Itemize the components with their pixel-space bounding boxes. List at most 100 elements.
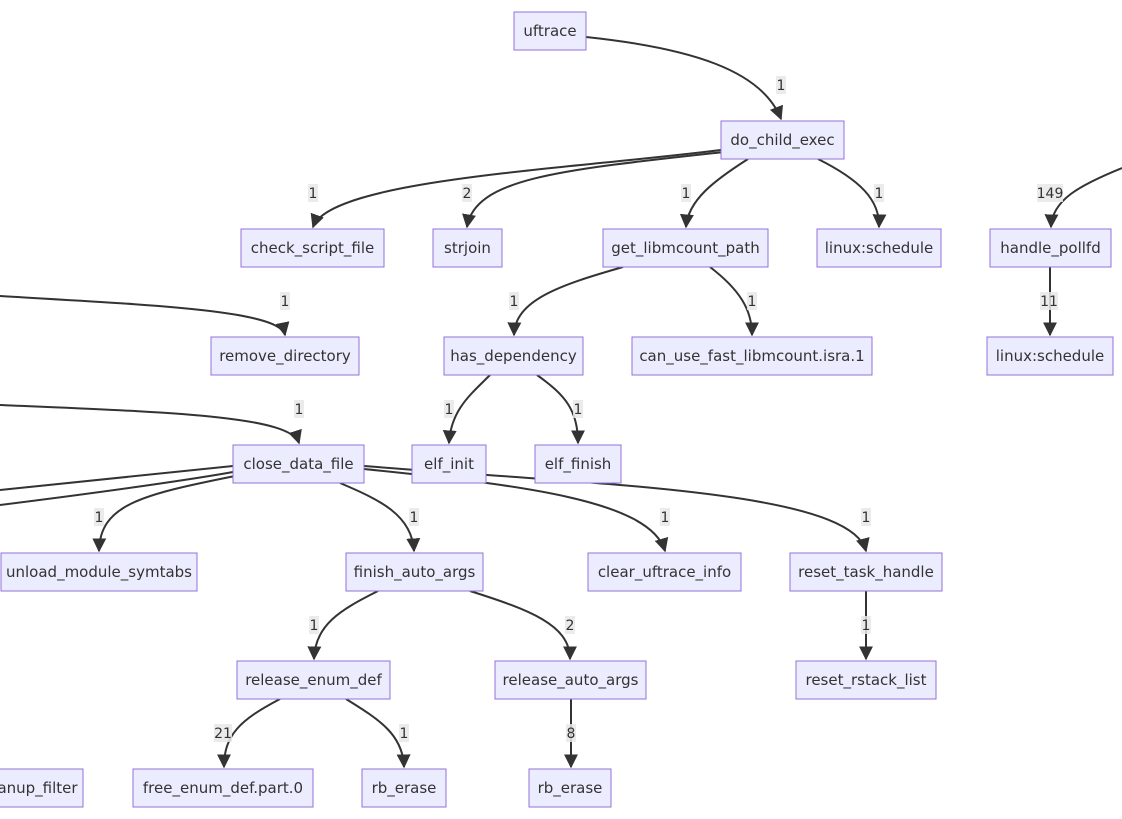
node-get-libmcount-path[interactable]: get_libmcount_path <box>602 228 769 268</box>
node-box <box>534 444 622 484</box>
node-label: close_data_file <box>243 455 353 474</box>
edge-arrow <box>469 590 577 661</box>
node-reset-rstack-list[interactable]: reset_rstack_list <box>795 660 937 700</box>
node-label: remove_directory <box>219 347 351 366</box>
edge-label-text: 1 <box>309 186 318 202</box>
node-label: release_auto_args <box>503 671 639 690</box>
edge-label-text: 1 <box>862 510 871 526</box>
edge-arrow <box>709 266 759 337</box>
edge-label-text: 1 <box>310 618 319 634</box>
node-box <box>789 552 943 592</box>
node-box <box>720 120 845 160</box>
edge-count-label: 1 <box>409 508 419 526</box>
edge-arrow <box>217 698 281 769</box>
edge-count-label: 11 <box>1040 292 1058 310</box>
edge-count-label: 2 <box>565 616 575 634</box>
node-box <box>494 660 647 700</box>
edge-label-text: 1 <box>295 402 304 418</box>
edge-label-text: 1 <box>400 726 409 742</box>
node-clear-uftrace-info[interactable]: clear_uftrace_info <box>587 552 742 592</box>
node-box <box>361 768 447 808</box>
node-label: anup_filter <box>0 779 78 798</box>
edge-count-label: 1 <box>94 508 104 526</box>
node-box <box>986 336 1114 376</box>
edge-label-text: 1 <box>410 510 419 526</box>
node-label: do_child_exec <box>730 131 834 150</box>
edge-label-text: 1 <box>862 618 871 634</box>
edge-label-background <box>566 724 576 742</box>
edge-count-label: 1 <box>874 184 884 202</box>
node-can-use-fast-libmcount[interactable]: can_use_fast_libmcount.isra.1 <box>631 336 873 376</box>
node-reset-task-handle[interactable]: reset_task_handle <box>789 552 943 592</box>
edge-arrow <box>1044 167 1122 229</box>
edge-label-text: 1 <box>574 402 583 418</box>
node-label: unload_module_symtabs <box>6 563 192 582</box>
edge-count-label: 1 <box>294 400 304 418</box>
edge-label-background <box>444 400 454 418</box>
node-label: uftrace <box>523 22 576 40</box>
node-cleanup-filter-partial[interactable]: anup_filter <box>0 768 84 808</box>
edge-label-background <box>573 400 583 418</box>
edge-count-label: 1 <box>861 508 871 526</box>
node-finish-auto-args[interactable]: finish_auto_args <box>345 552 484 592</box>
node-label: elf_finish <box>545 455 612 474</box>
edge-label-text: 149 <box>1037 186 1064 202</box>
edge-label-background <box>565 616 575 634</box>
node-uftrace[interactable]: uftrace <box>513 11 587 51</box>
edge-arrow <box>307 590 379 661</box>
edge-arrow <box>507 266 624 337</box>
node-box <box>816 228 942 268</box>
edge-label-text: 1 <box>661 510 670 526</box>
node-check-script-file[interactable]: check_script_file <box>240 228 385 268</box>
node-release-enum-def[interactable]: release_enum_def <box>236 660 391 700</box>
node-linux-schedule-2[interactable]: linux:schedule <box>986 336 1114 376</box>
edge-arrow <box>0 295 290 337</box>
edge-count-label: 1 <box>280 292 290 310</box>
node-box <box>513 11 587 51</box>
node-has-dependency[interactable]: has_dependency <box>443 336 584 376</box>
nodes-layer: uftrace do_child_exec check_script_file str… <box>0 11 1114 808</box>
edge-count-label: 21 <box>214 724 232 742</box>
node-label: reset_rstack_list <box>805 671 926 690</box>
edge-arrow <box>442 374 491 445</box>
edge-count-label: 1 <box>444 400 454 418</box>
node-unload-module-symtabs[interactable]: unload_module_symtabs <box>0 552 198 592</box>
node-do-child-exec[interactable]: do_child_exec <box>720 120 845 160</box>
node-elf-finish[interactable]: elf_finish <box>534 444 622 484</box>
edge-label-background <box>681 184 691 202</box>
node-label: reset_task_handle <box>798 563 934 582</box>
edge-label-text: 11 <box>1040 294 1058 310</box>
node-label: handle_pollfd <box>1000 239 1100 258</box>
edge-count-label: 1 <box>308 184 318 202</box>
edge-label-background <box>462 184 472 202</box>
node-linux-schedule-1[interactable]: linux:schedule <box>816 228 942 268</box>
edge-count-label: 149 <box>1037 184 1064 202</box>
node-box <box>0 552 198 592</box>
node-close-data-file[interactable]: close_data_file <box>232 444 365 484</box>
edge-arrow <box>310 149 722 229</box>
edge-arrow <box>679 158 749 229</box>
edge-arrow <box>0 471 234 506</box>
node-box <box>345 552 484 592</box>
edge-label-background <box>308 184 318 202</box>
node-free-enum-def[interactable]: free_enum_def.part.0 <box>132 768 314 808</box>
edge-arrow <box>92 475 236 553</box>
node-handle-pollfd[interactable]: handle_pollfd <box>989 228 1112 268</box>
edge-arrow <box>462 151 725 229</box>
node-box <box>443 336 584 376</box>
node-label: rb_erase <box>538 779 603 798</box>
node-release-auto-args[interactable]: release_auto_args <box>494 660 647 700</box>
edge-label-background <box>776 76 786 94</box>
node-label: strjoin <box>444 239 491 257</box>
node-box <box>631 336 873 376</box>
edge-label-background <box>747 292 757 310</box>
node-rb-erase-1[interactable]: rb_erase <box>361 768 447 808</box>
edge-label-background <box>861 616 871 634</box>
node-strjoin[interactable]: strjoin <box>432 228 503 268</box>
node-elf-init[interactable]: elf_init <box>411 444 487 484</box>
edge-count-label: 8 <box>566 724 576 742</box>
node-rb-erase-2[interactable]: rb_erase <box>528 768 612 808</box>
edge-label-text: 1 <box>777 78 786 94</box>
edge-label-background <box>1037 184 1063 202</box>
node-remove-directory[interactable]: remove_directory <box>210 336 360 376</box>
